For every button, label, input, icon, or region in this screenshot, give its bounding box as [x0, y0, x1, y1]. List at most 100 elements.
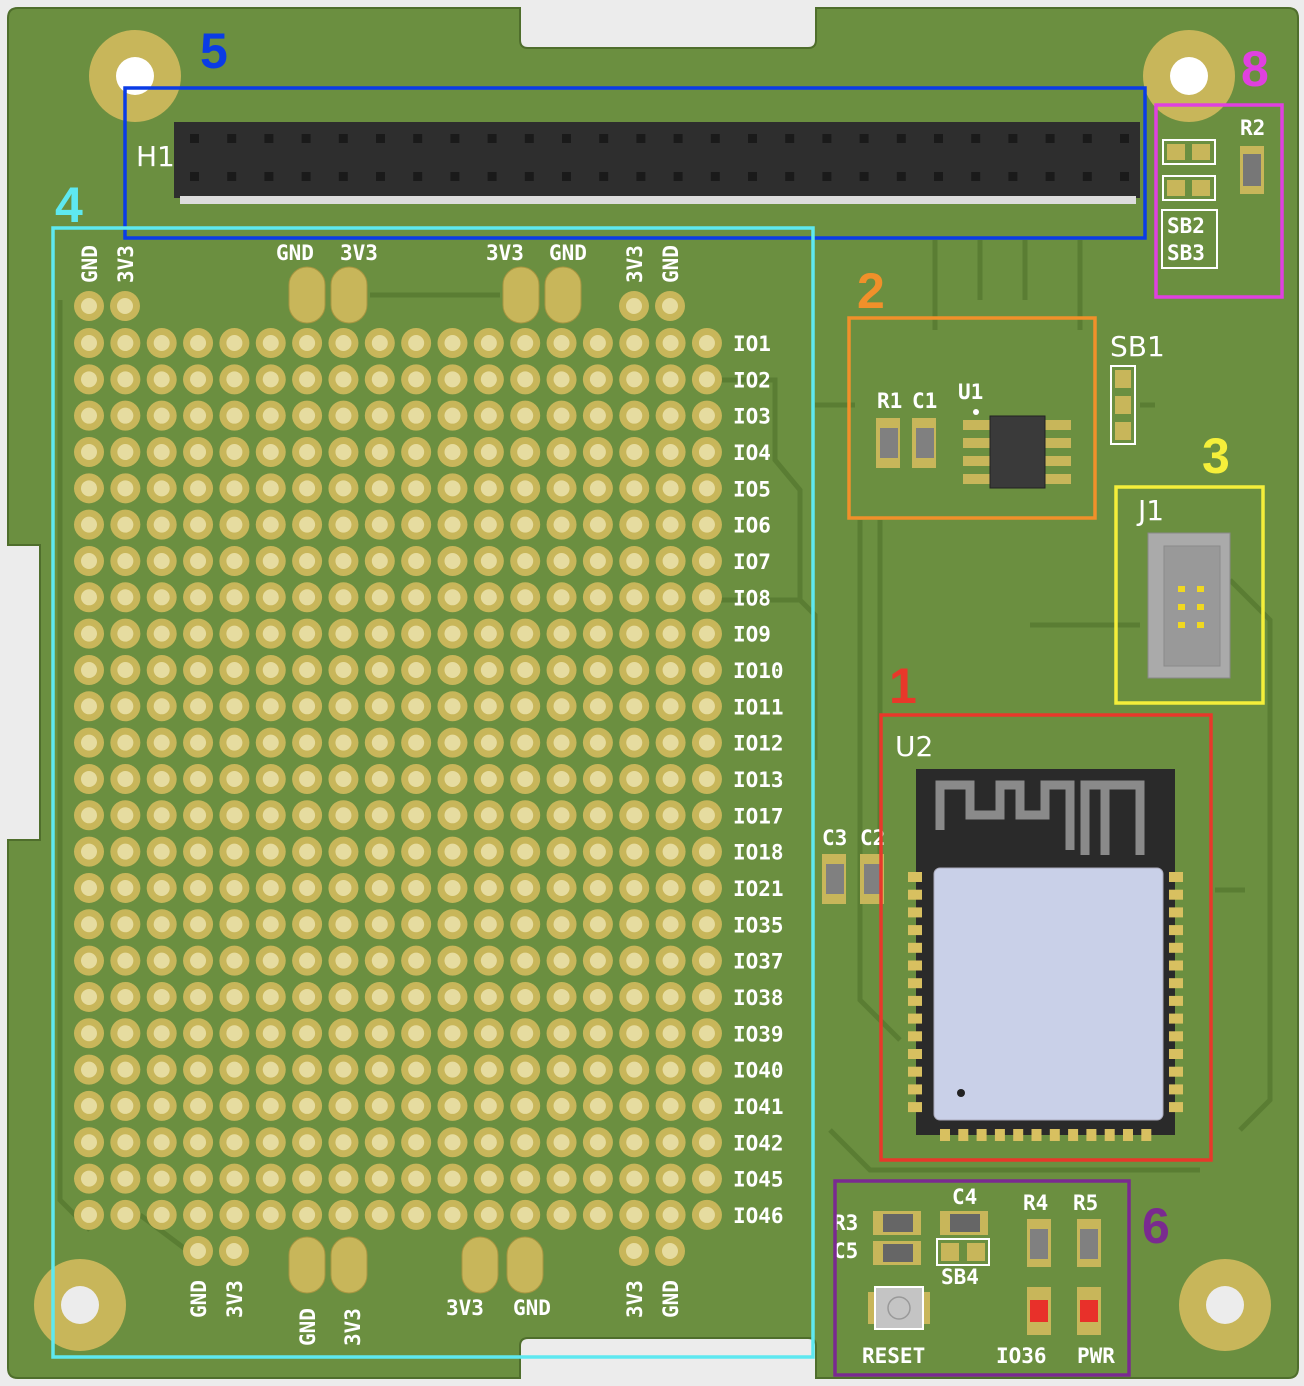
header-pin: [487, 172, 497, 181]
proto-hole: [183, 400, 214, 431]
proto-hole: [110, 328, 141, 358]
header-pin: [710, 172, 720, 181]
header-pin: [896, 172, 906, 181]
proto-hole: [74, 727, 104, 758]
proto-hole: [655, 763, 686, 794]
proto-hole: [546, 727, 577, 758]
proto-hole: [146, 909, 177, 940]
region-6-box: [833, 1179, 1131, 1377]
proto-hole: [110, 1018, 141, 1049]
proto-hole: [619, 436, 650, 467]
proto-hole: [183, 509, 214, 540]
proto-hole: [510, 981, 541, 1012]
proto-hole: [473, 800, 504, 831]
proto-hole: [219, 582, 250, 613]
mounting-hole-top-left: [89, 30, 181, 122]
proto-hole: [473, 545, 504, 576]
proto-hole: [655, 909, 686, 940]
proto-hole: [473, 1090, 504, 1121]
proto-hole: [473, 763, 504, 794]
header-pin: [822, 134, 832, 143]
proto-hole: [219, 763, 250, 794]
proto-hole: [110, 545, 141, 576]
header-pin: [524, 172, 534, 181]
proto-hole: [219, 473, 250, 504]
proto-hole: [655, 800, 686, 831]
proto-hole: [255, 1127, 286, 1158]
proto-hole: [691, 436, 722, 467]
top-gnd-pad-label: GND: [276, 241, 314, 265]
header-pin: [934, 134, 943, 143]
proto-hole: [255, 328, 286, 358]
proto-hole: [510, 1199, 541, 1230]
proto-hole: [546, 1163, 577, 1194]
proto-hole: [292, 1199, 323, 1230]
bottom-3v3-pad2-label: 3V3: [446, 1296, 484, 1320]
proto-hole: [401, 654, 432, 685]
proto-hole: [255, 1199, 286, 1230]
proto-hole: [328, 545, 359, 576]
proto-hole: [582, 1199, 613, 1230]
proto-hole: [655, 654, 686, 685]
proto-hole: [292, 691, 323, 722]
module-pad: [908, 1031, 922, 1042]
proto-hole: [437, 763, 468, 794]
proto-hole: [146, 509, 177, 540]
proto-hole: [510, 727, 541, 758]
reset-button[interactable]: [868, 1286, 930, 1330]
proto-hole: [146, 1163, 177, 1194]
label-u2: U2: [895, 730, 933, 763]
proto-hole: [619, 618, 650, 649]
proto-hole: [110, 582, 141, 613]
proto-hole: [255, 545, 286, 576]
io-label: IO10: [733, 659, 784, 683]
proto-hole: [328, 909, 359, 940]
proto-hole: [219, 1199, 250, 1230]
proto-hole: [74, 328, 104, 358]
proto-hole: [328, 473, 359, 504]
proto-hole: [292, 981, 323, 1012]
proto-hole: [582, 400, 613, 431]
top-3v3-left-label: 3V3: [114, 245, 138, 283]
proto-hole: [74, 909, 104, 940]
proto-hole: [619, 400, 650, 431]
proto-hole: [619, 727, 650, 758]
proto-hole: [473, 945, 504, 976]
header-h1: [174, 122, 1140, 204]
proto-hole: [110, 1163, 141, 1194]
proto-hole: [255, 1054, 286, 1085]
proto-hole: [619, 582, 650, 613]
proto-hole: [691, 509, 722, 540]
proto-hole: [401, 1199, 432, 1230]
bottom-gnd-pad2-label: GND: [513, 1296, 551, 1320]
proto-hole: [364, 1127, 395, 1158]
proto-hole: [655, 618, 686, 649]
proto-hole: [364, 364, 395, 395]
io-labels: IO1IO2IO3IO4IO5IO6IO7IO8IO9IO10IO11IO12I…: [733, 332, 784, 1228]
proto-hole: [437, 981, 468, 1012]
region-6-number: 6: [1142, 1198, 1170, 1254]
proto-hole: [582, 1090, 613, 1121]
proto-hole: [510, 436, 541, 467]
module-pad: [908, 1066, 922, 1077]
proto-hole: [619, 509, 650, 540]
bottom-gnd-left-label: GND: [187, 1280, 211, 1318]
proto-hole: [219, 1054, 250, 1085]
proto-hole: [546, 654, 577, 685]
label-pwr: PWR: [1077, 1344, 1115, 1368]
proto-hole: [582, 545, 613, 576]
proto-hole: [582, 1127, 613, 1158]
proto-hole: [546, 473, 577, 504]
proto-hole: [546, 1199, 577, 1230]
proto-hole: [510, 872, 541, 903]
proto-hole: [582, 618, 613, 649]
proto-hole: [473, 1018, 504, 1049]
proto-hole: [292, 618, 323, 649]
io-label: IO5: [733, 477, 771, 501]
capacitor-c3: [822, 854, 846, 904]
proto-hole: [328, 400, 359, 431]
header-pin: [450, 172, 460, 181]
proto-hole: [655, 727, 686, 758]
proto-hole: [401, 691, 432, 722]
io-label: IO45: [733, 1168, 784, 1192]
